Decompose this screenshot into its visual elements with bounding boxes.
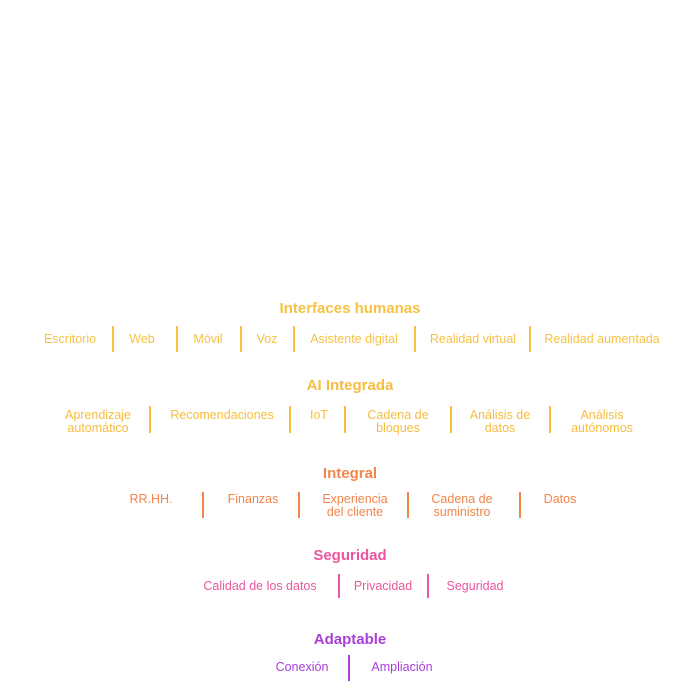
- item-experiencia-del-cliente: Experiencia del cliente: [322, 492, 388, 519]
- item-analisis-de-datos: Análisis de datos: [469, 408, 531, 435]
- section-title-adaptable: Adaptable: [313, 631, 387, 648]
- item-escritorio: Escritorio: [43, 332, 97, 346]
- item-web: Web: [129, 332, 155, 346]
- divider: [293, 326, 295, 352]
- item-realidad-aumentada: Realidad aumentada: [544, 332, 660, 346]
- item-voz: Voz: [256, 332, 278, 346]
- divider: [549, 406, 551, 433]
- section-title-integral: Integral: [322, 465, 378, 482]
- item-privacidad: Privacidad: [353, 579, 413, 593]
- item-finanzas: Finanzas: [227, 492, 279, 506]
- item-analisis-autonomos: Análisis autónomos: [571, 408, 633, 435]
- item-conexion: Conexión: [275, 660, 329, 674]
- item-aprendizaje-automatico: Aprendizaje automático: [64, 408, 131, 435]
- divider: [344, 406, 346, 433]
- divider: [427, 574, 429, 598]
- item-realidad-virtual: Realidad virtual: [429, 332, 517, 346]
- item-cadena-de-suministro: Cadena de suministro: [431, 492, 493, 519]
- item-rrhh: RR.HH.: [129, 492, 173, 506]
- item-cadena-de-bloques: Cadena de bloques: [367, 408, 429, 435]
- divider: [289, 406, 291, 433]
- item-asistente-digital: Asistente digital: [310, 332, 398, 346]
- item-datos: Datos: [543, 492, 577, 506]
- divider: [519, 492, 521, 518]
- item-iot: IoT: [309, 408, 329, 422]
- section-title-interfaces-humanas: Interfaces humanas: [279, 300, 421, 317]
- item-movil: Móvil: [193, 332, 223, 346]
- section-title-ai-integrada: AI Integrada: [306, 377, 394, 394]
- item-seguridad: Seguridad: [446, 579, 504, 593]
- item-ampliacion: Ampliación: [371, 660, 433, 674]
- divider: [298, 492, 300, 518]
- divider: [338, 574, 340, 598]
- divider: [176, 326, 178, 352]
- item-calidad-de-los-datos: Calidad de los datos: [203, 579, 317, 593]
- divider: [112, 326, 114, 352]
- divider: [348, 655, 350, 681]
- divider: [149, 406, 151, 433]
- section-title-seguridad: Seguridad: [313, 547, 387, 564]
- divider: [450, 406, 452, 433]
- divider: [240, 326, 242, 352]
- divider: [202, 492, 204, 518]
- divider: [414, 326, 416, 352]
- item-recomendaciones: Recomendaciones: [170, 408, 274, 422]
- divider: [407, 492, 409, 518]
- divider: [529, 326, 531, 352]
